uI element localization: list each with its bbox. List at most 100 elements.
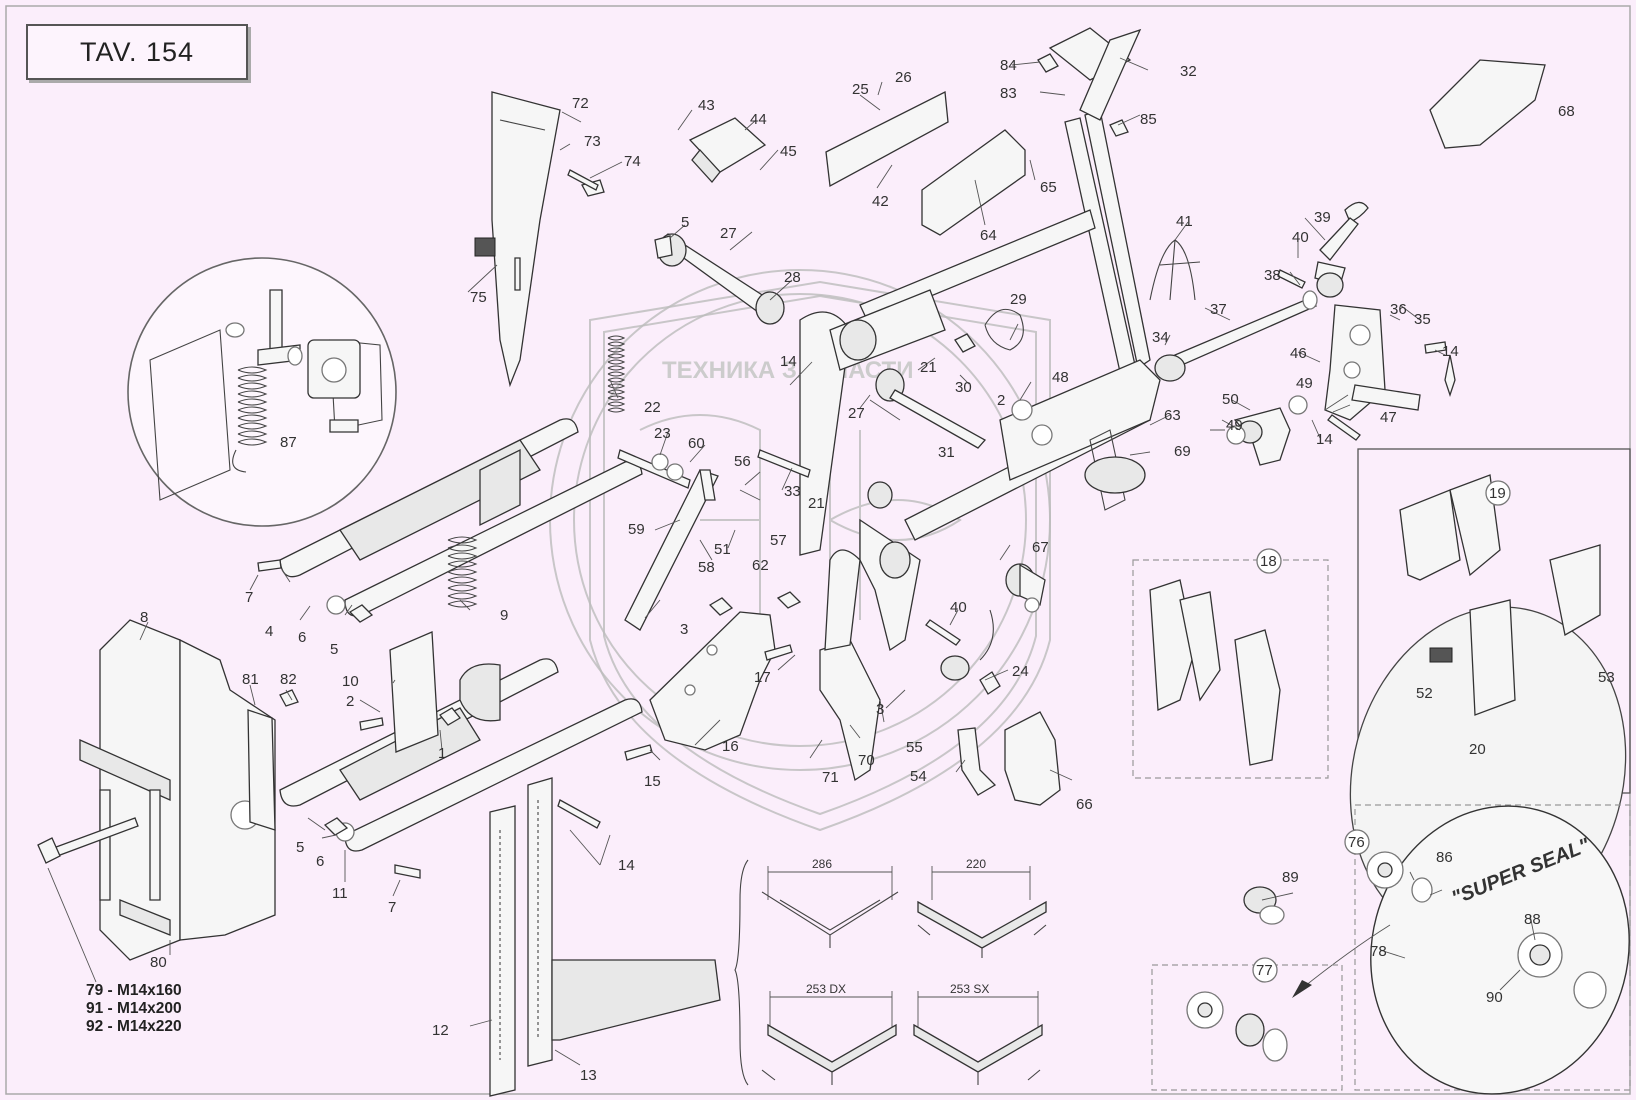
- callout-19: 19: [1489, 485, 1506, 502]
- callout-4: 4: [265, 623, 273, 640]
- shaft-28: [654, 233, 785, 325]
- callout-85: 85: [1140, 111, 1157, 128]
- inset-circle-spring: [127, 257, 397, 527]
- callout-56: 56: [734, 453, 751, 470]
- watermark-text: ТЕХНИКА ЗАПЧАСТИ: [662, 357, 913, 384]
- callout-5: 5: [330, 641, 338, 658]
- callout-76: 76: [1348, 834, 1365, 851]
- callout-6: 6: [316, 853, 324, 870]
- callout-2: 2: [997, 392, 1005, 409]
- group-box-18: [1132, 559, 1329, 779]
- callout-3: 3: [680, 621, 688, 638]
- callout-7: 7: [245, 589, 253, 606]
- callout-68: 68: [1558, 103, 1575, 120]
- callout-35: 35: [1414, 311, 1431, 328]
- group-box-76: "SUPER SEAL": [1292, 804, 1631, 1095]
- callout-46: 46: [1290, 345, 1307, 362]
- callout-25: 25: [852, 81, 869, 98]
- callout-41: 41: [1176, 213, 1193, 230]
- callout-1: 1: [438, 745, 446, 762]
- callout-62: 62: [752, 557, 769, 574]
- callout-21: 21: [920, 359, 937, 376]
- callout-80: 80: [150, 954, 167, 971]
- callout-51: 51: [714, 541, 731, 558]
- callout-54: 54: [910, 768, 927, 785]
- seed-tube-72: [474, 91, 561, 388]
- plate-10: [389, 631, 439, 753]
- callout-74: 74: [624, 153, 641, 170]
- callout-31: 31: [938, 444, 955, 461]
- cover-26: [825, 90, 949, 188]
- hub-67: [979, 563, 1046, 661]
- callout-78: 78: [1370, 943, 1387, 960]
- callout-66: 66: [1076, 796, 1093, 813]
- callout-65: 65: [1040, 179, 1057, 196]
- callout-55: 55: [906, 739, 923, 756]
- bolt-spec-79: 79 - M14x160: [86, 982, 182, 999]
- callout-39: 39: [1314, 209, 1331, 226]
- callout-29: 29: [1010, 291, 1027, 308]
- callout-3: 3: [876, 701, 884, 718]
- profile-dimensions: 286 220 253 DX 253 SX: [734, 857, 1047, 1086]
- callout-87: 87: [280, 434, 297, 451]
- pin-24: [940, 655, 1001, 695]
- callout-82: 82: [280, 671, 297, 688]
- callout-43: 43: [698, 97, 715, 114]
- upper-parallel-arm: [279, 418, 643, 617]
- callout-69: 69: [1174, 443, 1191, 460]
- sheet-title: TAV. 154: [26, 24, 248, 80]
- callout-32: 32: [1180, 63, 1197, 80]
- callout-86: 86: [1436, 849, 1453, 866]
- callout-5: 5: [681, 214, 689, 231]
- callout-83: 83: [1000, 85, 1017, 102]
- dim-253-dx: 253 DX: [806, 982, 846, 996]
- callout-28: 28: [784, 269, 801, 286]
- callout-14: 14: [1442, 343, 1459, 360]
- callout-77: 77: [1256, 962, 1273, 979]
- callout-90: 90: [1486, 989, 1503, 1006]
- callout-5: 5: [296, 839, 304, 856]
- column-12-13: [489, 777, 721, 1097]
- callout-40: 40: [950, 599, 967, 616]
- callout-47: 47: [1380, 409, 1397, 426]
- callout-64: 64: [980, 227, 997, 244]
- callout-20: 20: [1469, 741, 1486, 758]
- group-box-77: [1151, 964, 1343, 1091]
- callout-38: 38: [1264, 267, 1281, 284]
- callout-9: 9: [500, 607, 508, 624]
- callout-27: 27: [848, 405, 865, 422]
- callout-42: 42: [872, 193, 889, 210]
- callout-48: 48: [1052, 369, 1069, 386]
- callout-21: 21: [808, 495, 825, 512]
- mount-bracket-8: [79, 619, 276, 961]
- callout-73: 73: [584, 133, 601, 150]
- callout-84: 84: [1000, 57, 1017, 74]
- plate-81: [247, 709, 276, 831]
- callout-57: 57: [770, 532, 787, 549]
- spring-22: [607, 335, 626, 413]
- callout-24: 24: [1012, 663, 1029, 680]
- callout-26: 26: [895, 69, 912, 86]
- callout-75: 75: [470, 289, 487, 306]
- callout-44: 44: [750, 111, 767, 128]
- callout-10: 10: [342, 673, 359, 690]
- callout-34: 34: [1152, 329, 1169, 346]
- callout-67: 67: [1032, 539, 1049, 556]
- leader-lines: [47, 57, 1536, 1066]
- spring-9: [447, 536, 478, 608]
- small-parts-54-66: [957, 711, 1061, 806]
- callout-16: 16: [722, 738, 739, 755]
- callout-6: 6: [298, 629, 306, 646]
- callout-30: 30: [955, 379, 972, 396]
- callout-2: 2: [346, 693, 354, 710]
- callout-72: 72: [572, 95, 589, 112]
- callout-14: 14: [1316, 431, 1333, 448]
- callout-27: 27: [720, 225, 737, 242]
- bolt-79: [37, 817, 139, 864]
- callout-numbers: 1 2 2 3 3 4 5 5 5 6 6 7 7 8 9 10 11 12 1…: [140, 57, 1615, 1084]
- callout-49: 49: [1226, 417, 1243, 434]
- callout-70: 70: [858, 752, 875, 769]
- dim-253-sx: 253 SX: [950, 982, 989, 996]
